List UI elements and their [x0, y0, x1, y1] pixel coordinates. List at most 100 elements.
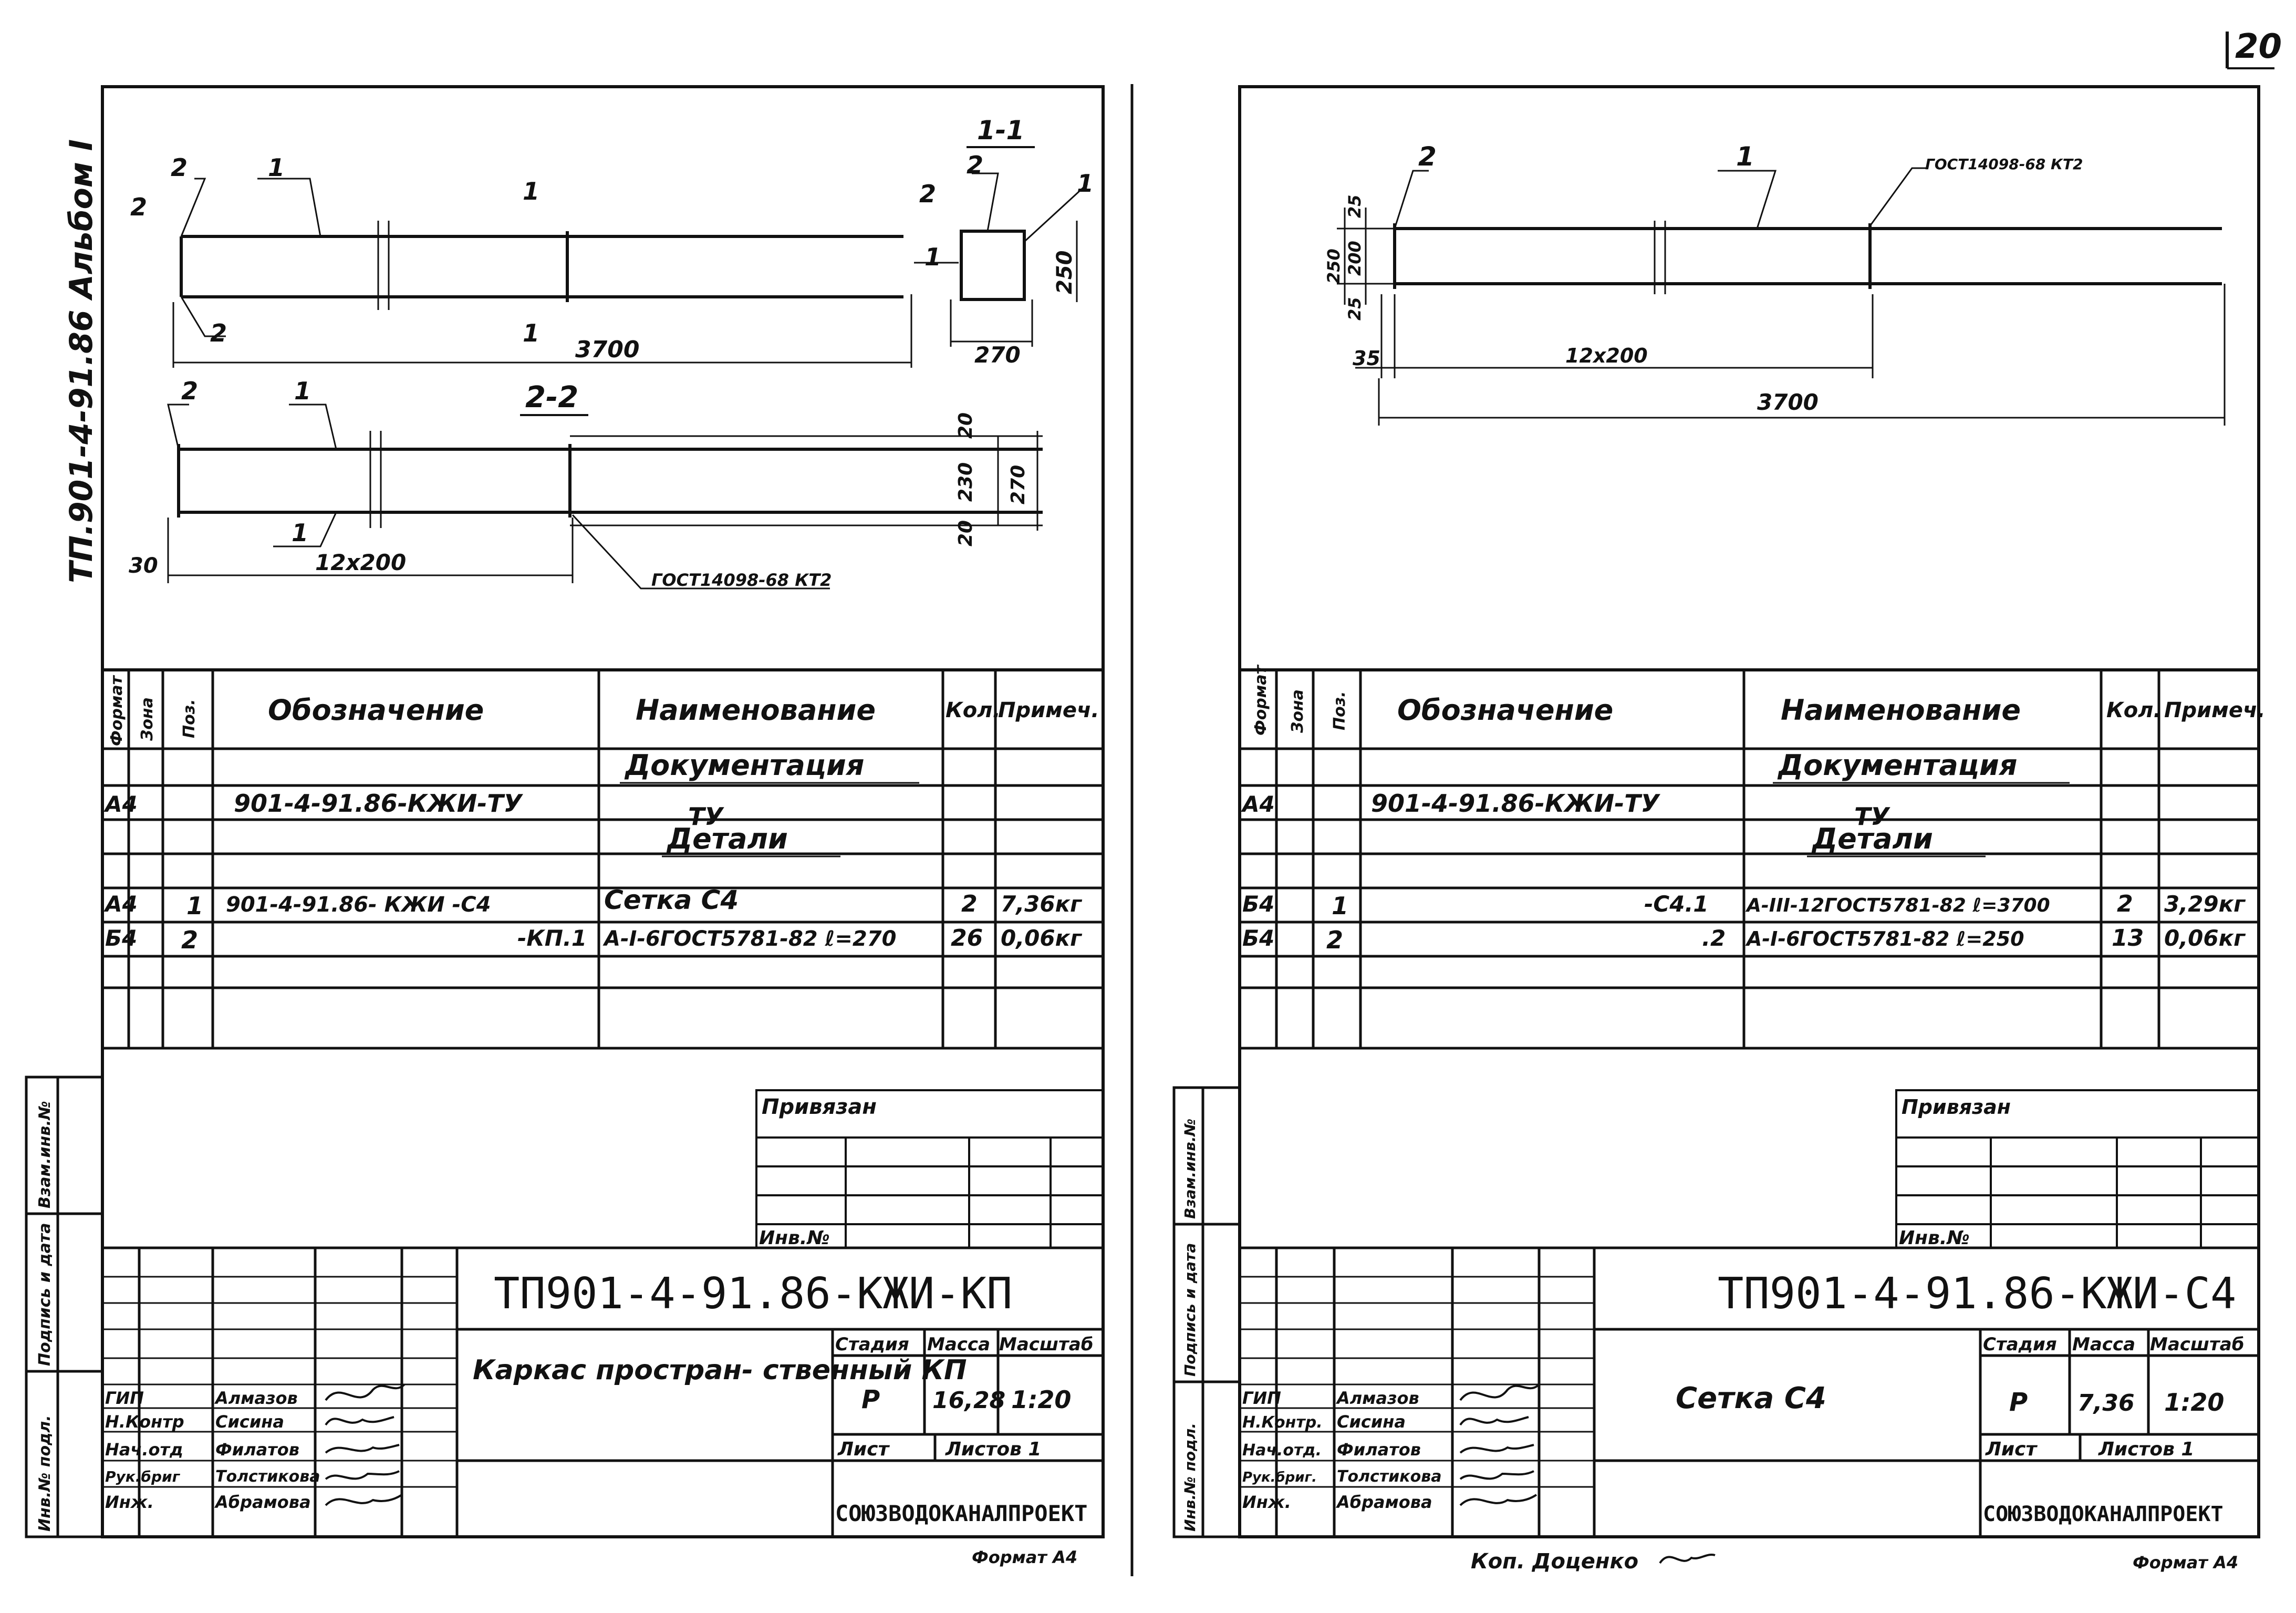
right-row1-designation: -С4.1: [1644, 891, 1709, 917]
left-mark-2f: 2: [181, 377, 198, 405]
left-inv-no: Инв.№: [759, 1227, 830, 1249]
right-side-label-1: Подпись и дата: [1181, 1243, 1199, 1377]
left-dim-230: 230: [955, 462, 976, 502]
right-signatures: [1459, 1383, 1540, 1506]
left-plan-view: [172, 172, 1088, 368]
left-dim-30: 30: [129, 554, 158, 578]
left-role-0: ГИП: [105, 1388, 144, 1408]
left-spec-table: [102, 670, 1103, 1050]
right-row2-format: Б4: [1242, 925, 1274, 951]
left-format: Формат А4: [972, 1547, 1077, 1567]
right-format: Формат А4: [2133, 1553, 2238, 1573]
right-title: Сетка С4: [1676, 1381, 1826, 1415]
right-row0-name: ТУ: [1854, 802, 1890, 831]
left-row2-pos: 2: [181, 926, 198, 954]
left-hdr-pos: Поз.: [180, 699, 199, 738]
right-hdr-qty: Кол.: [2106, 698, 2162, 722]
left-name-3: Толстикова: [215, 1467, 320, 1486]
left-row1-designation: 901-4-91.86- КЖИ -С4: [226, 893, 491, 917]
left-mark-2a: 2: [171, 153, 188, 182]
right-privyazan: Привязан: [1902, 1095, 2011, 1119]
left-mark-2d: 2: [919, 180, 936, 208]
right-dim-25a: 25: [1345, 194, 1365, 218]
left-stage-label: Стадия: [835, 1334, 909, 1355]
left-doc-code: ТП901-4-91.86-КЖИ-КП: [494, 1269, 1012, 1319]
right-row1-format: Б4: [1242, 891, 1274, 917]
right-privyazan-block: [1895, 1089, 2260, 1249]
left-row0-designation: 901-4-91.86-КЖИ-ТУ: [234, 789, 524, 818]
right-inv-no: Инв.№: [1899, 1227, 1970, 1249]
left-dim-12x200: 12x200: [315, 550, 406, 575]
right-dim-200: 200: [1345, 241, 1365, 276]
left-dim-270b: 270: [1007, 465, 1029, 504]
right-sheets-label: Листов 1: [2098, 1439, 2194, 1460]
left-dim-20a: 20: [955, 412, 976, 439]
left-weld-note: ГОСТ14098-68 КТ2: [651, 570, 832, 590]
right-hdr-designation: Обозначение: [1397, 694, 1613, 727]
left-dim-20b: 20: [955, 520, 976, 546]
left-mark-2e: 2: [967, 151, 983, 179]
right-stage-label: Стадия: [1983, 1334, 2057, 1355]
left-mark-1g: 1: [292, 519, 308, 547]
right-row1-note: 3,29кг: [2164, 891, 2246, 917]
right-row1-name: А-III-12ГОСТ5781-82 ℓ=3700: [1745, 895, 2050, 916]
right-plan-view: [1337, 167, 2226, 426]
left-dim-270: 270: [974, 342, 1021, 368]
left-dim-250: 250: [1053, 251, 1077, 295]
left-side-label-1: Подпись и дата: [36, 1223, 54, 1366]
left-scale-label: Масштаб: [999, 1334, 1093, 1355]
right-name-4: Абрамова: [1335, 1492, 1432, 1512]
right-scale-label: Масштаб: [2150, 1334, 2244, 1355]
right-name-3: Толстикова: [1337, 1467, 1441, 1486]
right-side-label-2: Взам.инв.№: [1181, 1119, 1199, 1219]
left-mass-label: Масса: [927, 1334, 990, 1355]
left-org: СОЮЗВОДОКАНАЛПРОЕКТ: [835, 1501, 1087, 1526]
left-name-4: Абрамова: [214, 1492, 311, 1512]
left-hdr-note: Примеч.: [998, 698, 1099, 722]
left-row2-format: Б4: [105, 925, 137, 951]
right-row1-qty: 2: [2117, 891, 2133, 917]
left-row1-pos: 1: [186, 892, 203, 920]
left-section-details: Детали: [666, 822, 788, 855]
right-row2-designation: .2: [1702, 925, 1726, 951]
right-row1-pos: 1: [1332, 892, 1348, 920]
right-row0-designation: 901-4-91.86-КЖИ-ТУ: [1371, 789, 1661, 818]
left-side-strip: [25, 1076, 104, 1538]
left-mark-1e: 1: [1077, 169, 1094, 198]
left-name-1: Сисина: [215, 1412, 284, 1432]
left-row0-format: А4: [103, 791, 138, 817]
right-sheet-label: Лист: [1985, 1439, 2038, 1460]
right-row2-name: А-I-6ГОСТ5781-82 ℓ=250: [1745, 927, 2024, 950]
page-number: 20: [2235, 27, 2282, 66]
right-name-0: Алмазов: [1335, 1388, 1419, 1408]
left-mark-1b: 1: [523, 177, 539, 205]
right-section-doc: Документация: [1777, 749, 2017, 782]
right-role-2: Нач.отд.: [1242, 1441, 1322, 1460]
right-row0-format: А4: [1241, 791, 1275, 817]
left-hdr-zone: Зона: [138, 697, 157, 741]
right-scale: 1:20: [2164, 1388, 2224, 1416]
right-stage: Р: [2009, 1388, 2028, 1417]
left-row0-name: ТУ: [688, 802, 724, 831]
left-mark-1f: 1: [294, 377, 311, 405]
left-mark-2c: 2: [210, 319, 227, 347]
left-side-label-0: Инв.№ подл.: [36, 1415, 54, 1532]
right-doc-code: ТП901-4-91.86-КЖИ-С4: [1718, 1269, 2236, 1319]
left-role-2: Нач.отд: [105, 1440, 183, 1460]
right-org: СОЮЗВОДОКАНАЛПРОЕКТ: [1983, 1502, 2224, 1526]
right-section-details: Детали: [1811, 822, 1933, 855]
right-dim-250: 250: [1324, 249, 1344, 284]
right-side-label-0: Инв.№ подл.: [1181, 1423, 1199, 1532]
right-hdr-note: Примеч.: [2164, 698, 2266, 722]
right-row2-note: 0,06кг: [2164, 925, 2246, 951]
left-sheet-label: Лист: [837, 1439, 890, 1460]
left-name-2: Филатов: [215, 1440, 299, 1460]
left-sheet: 2 2 1 1 1 2 2 2 1 1 1-1 3700 270 250: [25, 85, 1105, 1567]
left-scale: 1:20: [1011, 1385, 1071, 1414]
left-role-3: Рук.бриг: [105, 1468, 181, 1485]
left-section-1-1: 1-1: [977, 115, 1024, 146]
right-dim-3700: 3700: [1757, 389, 1819, 415]
left-mark-1d: 1: [924, 243, 941, 271]
left-row1-qty: 2: [961, 891, 978, 917]
left-section-2-2-label: 2-2: [525, 380, 578, 415]
